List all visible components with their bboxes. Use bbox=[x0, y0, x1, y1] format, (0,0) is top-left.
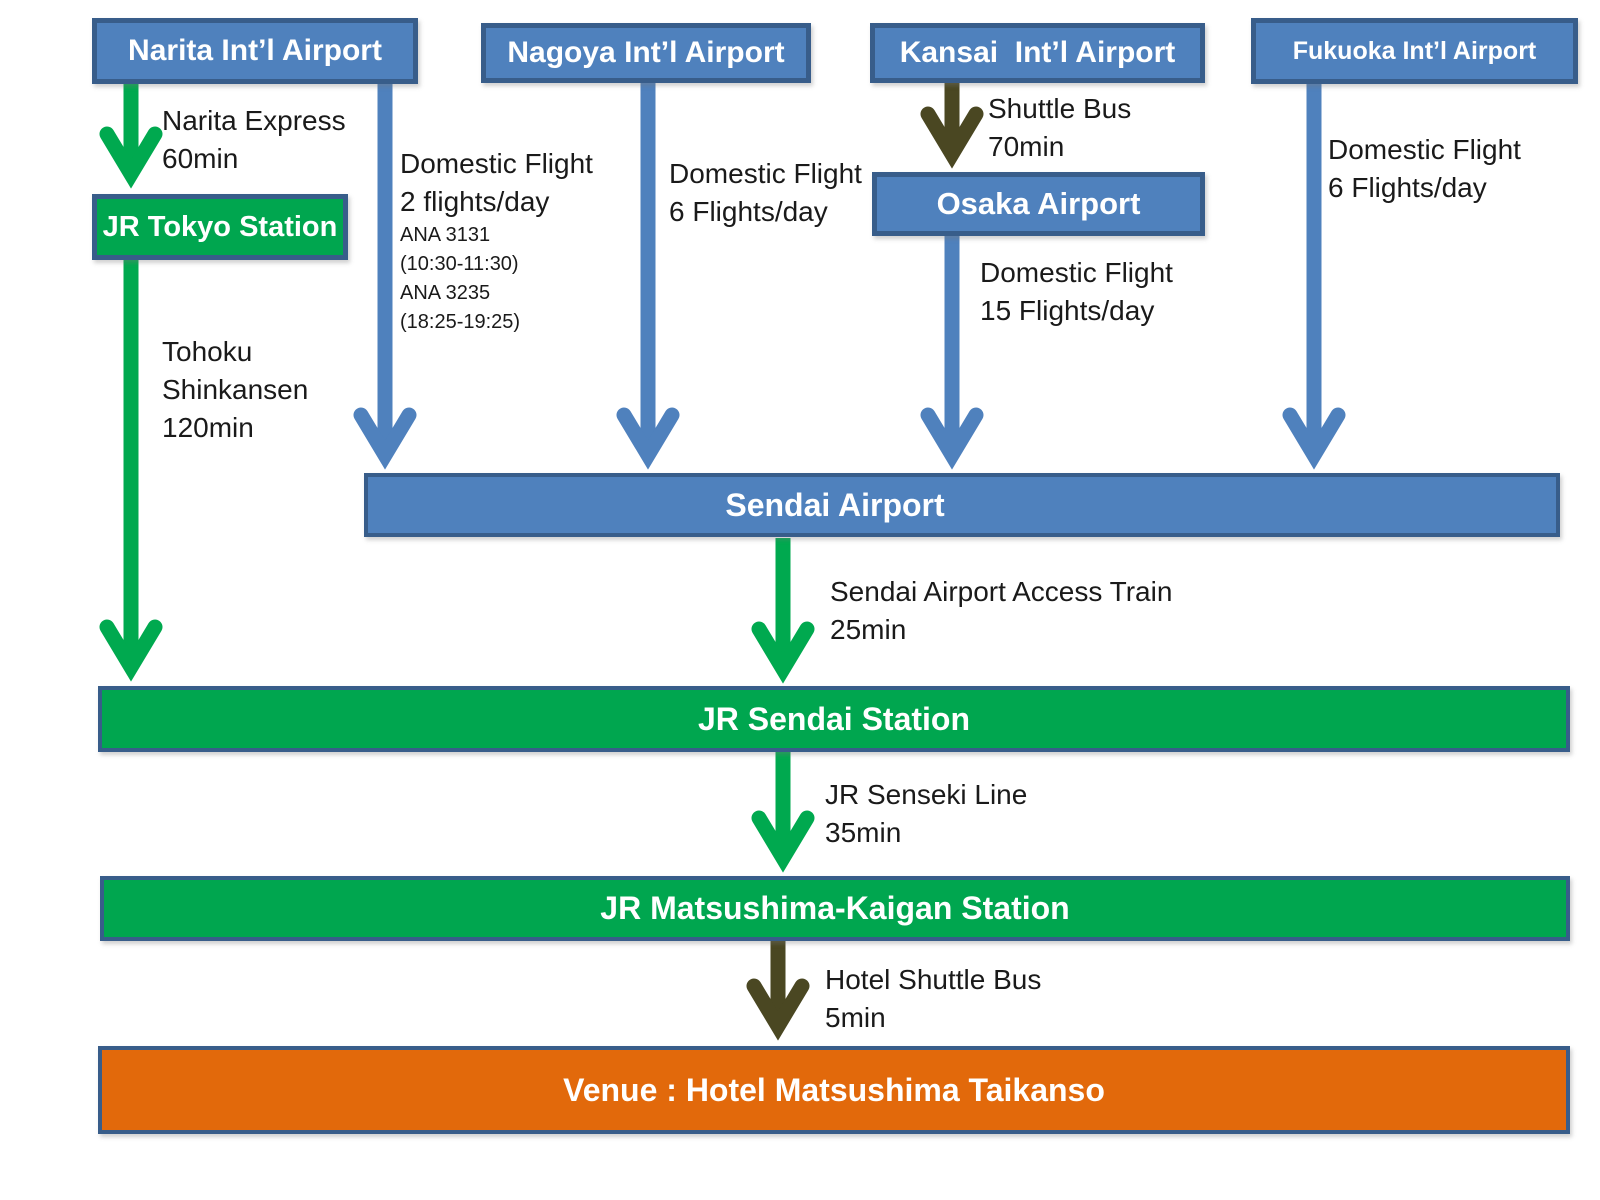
label-jr-senseki-line: JR Senseki Line 35min bbox=[825, 776, 1027, 852]
label-line: Tohoku bbox=[162, 336, 253, 367]
node-jr-matsushima-kaigan-station: JR Matsushima-Kaigan Station bbox=[100, 876, 1570, 941]
label-line: 35min bbox=[825, 817, 902, 848]
label-line: 6 Flights/day bbox=[1328, 172, 1487, 203]
label-line: 6 Flights/day bbox=[669, 196, 828, 227]
arrow-nagoya-to-sendai-airport bbox=[616, 83, 680, 470]
label-line: Shuttle Bus bbox=[988, 93, 1132, 124]
label-line: Shinkansen bbox=[162, 374, 309, 405]
label-line: 5min bbox=[825, 1002, 886, 1033]
node-fukuoka-airport-label: Fukuoka Int’l Airport bbox=[1292, 36, 1537, 65]
node-sendai-airport: Sendai Airport bbox=[364, 473, 1560, 537]
node-jr-matsushima-kaigan-station-label: JR Matsushima-Kaigan Station bbox=[600, 890, 1070, 926]
node-jr-sendai-station: JR Sendai Station bbox=[98, 686, 1570, 752]
label-sendai-airport-access-train: Sendai Airport Access Train 25min bbox=[830, 573, 1172, 649]
node-jr-tokyo-station: JR Tokyo Station bbox=[92, 194, 348, 260]
label-line: Domestic Flight bbox=[980, 257, 1173, 288]
label-line: Sendai Airport Access Train bbox=[830, 576, 1173, 607]
label-line: Domestic Flight bbox=[669, 158, 862, 189]
label-flight-detail: (10:30-11:30) bbox=[400, 253, 519, 275]
label-line: 25min bbox=[830, 614, 907, 645]
node-narita-airport: Narita Int’l Airport bbox=[92, 18, 418, 84]
arrow-narita-to-sendai-airport bbox=[353, 84, 417, 470]
label-flight-detail: (18:25-19:25) bbox=[400, 311, 521, 333]
label-line: Domestic Flight bbox=[1328, 134, 1521, 165]
arrow-kansai-to-osaka bbox=[920, 83, 984, 169]
label-tohoku-shinkansen: Tohoku Shinkansen 120min bbox=[162, 333, 308, 447]
node-osaka-airport: Osaka Airport bbox=[872, 172, 1205, 236]
label-line: 70min bbox=[988, 131, 1065, 162]
label-line: Narita Express bbox=[162, 105, 346, 136]
arrow-jr-tokyo-to-jr-sendai bbox=[99, 260, 163, 682]
arrow-sendai-airport-to-jr-sendai bbox=[751, 538, 815, 684]
node-kansai-airport: Kansai Int’l Airport bbox=[870, 23, 1205, 83]
arrow-narita-to-jr-tokyo bbox=[99, 84, 163, 189]
label-line: Hotel Shuttle Bus bbox=[825, 964, 1042, 995]
label-line: Domestic Flight bbox=[400, 148, 593, 179]
label-flight-detail: ANA 3131 bbox=[400, 224, 491, 246]
node-kansai-airport-label: Kansai Int’l Airport bbox=[899, 36, 1176, 69]
label-narita-express: Narita Express 60min bbox=[162, 102, 346, 178]
label-hotel-shuttle-bus: Hotel Shuttle Bus 5min bbox=[825, 961, 1041, 1037]
arrow-jr-sendai-to-jr-matsushima bbox=[751, 752, 815, 873]
node-venue-label: Venue : Hotel Matsushima Taikanso bbox=[563, 1071, 1105, 1108]
node-nagoya-airport-label: Nagoya Int’l Airport bbox=[507, 36, 785, 69]
label-kansai-shuttle-bus: Shuttle Bus 70min bbox=[988, 90, 1131, 166]
arrow-osaka-to-sendai-airport bbox=[920, 236, 984, 470]
node-narita-airport-label: Narita Int’l Airport bbox=[128, 34, 382, 67]
arrow-fukuoka-to-sendai-airport bbox=[1282, 84, 1346, 470]
node-venue-hotel-matsushima-taikanso: Venue : Hotel Matsushima Taikanso bbox=[98, 1046, 1570, 1134]
node-jr-sendai-station-label: JR Sendai Station bbox=[697, 700, 971, 737]
arrow-jr-matsushima-to-venue bbox=[746, 941, 810, 1041]
label-osaka-domestic-flight: Domestic Flight 15 Flights/day bbox=[980, 254, 1173, 330]
node-sendai-airport-label: Sendai Airport bbox=[725, 486, 945, 523]
label-line: 2 flights/day bbox=[400, 186, 550, 217]
label-line: 120min bbox=[162, 412, 254, 443]
label-narita-domestic-flight: Domestic Flight 2 flights/day ANA 3131 (… bbox=[400, 145, 593, 337]
label-line: 60min bbox=[162, 143, 239, 174]
label-line: 15 Flights/day bbox=[980, 295, 1155, 326]
label-nagoya-domestic-flight: Domestic Flight 6 Flights/day bbox=[669, 155, 862, 231]
label-flight-detail: ANA 3235 bbox=[400, 282, 491, 304]
node-fukuoka-airport: Fukuoka Int’l Airport bbox=[1251, 18, 1578, 84]
label-line: JR Senseki Line bbox=[825, 779, 1028, 810]
node-osaka-airport-label: Osaka Airport bbox=[936, 186, 1141, 221]
label-fukuoka-domestic-flight: Domestic Flight 6 Flights/day bbox=[1328, 131, 1521, 207]
node-nagoya-airport: Nagoya Int’l Airport bbox=[481, 23, 811, 83]
node-jr-tokyo-station-label: JR Tokyo Station bbox=[102, 210, 338, 243]
